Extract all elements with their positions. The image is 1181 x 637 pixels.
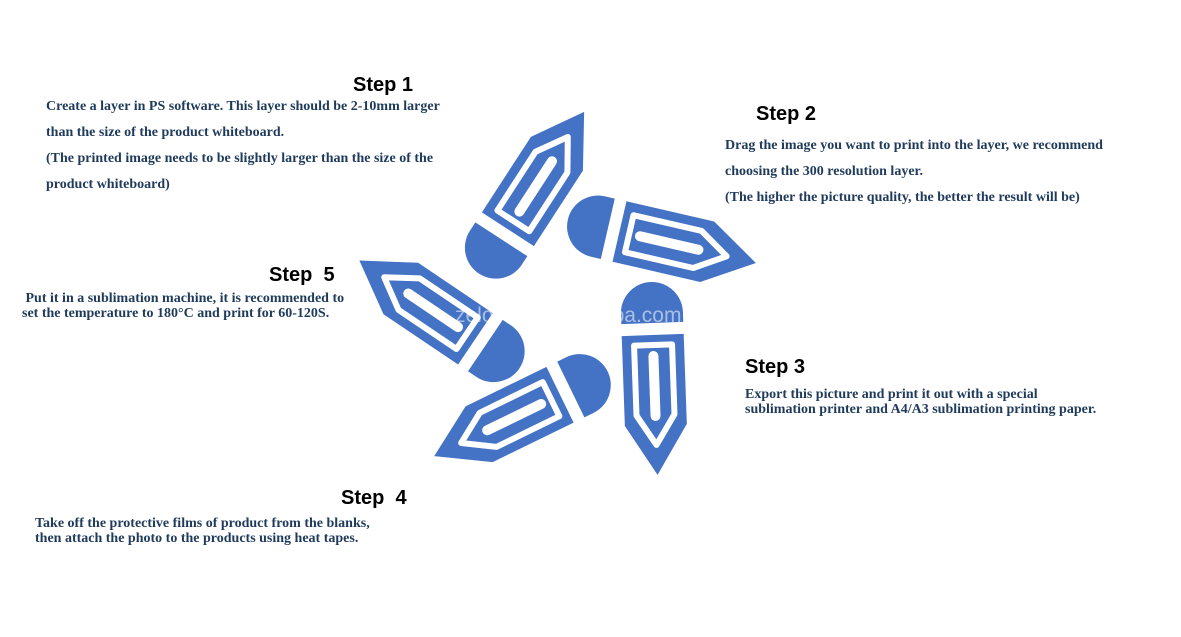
step-2-description: Drag the image you want to print into th… [725, 133, 1103, 211]
step-5-title: Step 5 [269, 264, 335, 286]
pencil-stripe-icon [648, 350, 661, 421]
pencil-body-icon [359, 260, 493, 365]
step-5-line: set the temperature to 180°C and print f… [22, 306, 330, 321]
pencil-step-4-icon [434, 354, 611, 463]
pencil-outline-icon [621, 212, 730, 272]
step-2-line: choosing the 300 resolution layer. [725, 164, 923, 179]
pencil-outline-icon [458, 379, 563, 450]
pencil-stripe-icon [482, 398, 547, 436]
step-1-line: Create a layer in PS software. This laye… [46, 99, 440, 114]
step-3-description: Export this picture and print it out wit… [745, 387, 1096, 417]
pencil-outline-icon [631, 341, 678, 448]
pencil-stripe-icon [514, 156, 558, 217]
step-4-description: Take off the protective films of product… [35, 516, 370, 546]
pencil-eraser-icon [567, 195, 615, 260]
pencil-eraser-icon [464, 222, 528, 279]
pencil-body-icon [434, 366, 574, 463]
pencil-stripe-icon [634, 231, 704, 255]
pencil-eraser-icon [468, 319, 525, 383]
step-1-line: product whiteboard) [46, 177, 170, 192]
step-1-line: than the size of the product whiteboard. [46, 125, 285, 140]
pencil-step-1-icon [464, 111, 585, 279]
step-5-description: Put it in a sublimation machine, it is r… [22, 291, 344, 321]
pencil-eraser-icon [557, 354, 611, 418]
step-5-line: Put it in a sublimation machine, it is r… [22, 291, 345, 306]
pencil-step-2-icon [567, 195, 756, 282]
pencil-stripe-icon [403, 288, 464, 333]
step-2-line: (The higher the picture quality, the bet… [725, 190, 1080, 205]
pencil-body-icon [481, 111, 585, 247]
step-1-title: Step 1 [353, 74, 414, 96]
step-4-title: Step 4 [341, 487, 407, 509]
step-3-line: sublimation printer and A4/A3 sublimatio… [745, 402, 1097, 417]
pencil-step-5-icon [359, 260, 525, 383]
step-1-line: (The printed image needs to be slightly … [46, 151, 434, 166]
watermark: zeloyaut.en.alibaba.com [455, 304, 682, 327]
step-2-title: Step 2 [756, 103, 817, 125]
step-3-title: Step 3 [745, 356, 806, 378]
step-3-line: Export this picture and print it out wit… [745, 387, 1038, 402]
step-2-line: Drag the image you want to print into th… [725, 138, 1103, 153]
pencil-step-3-icon [620, 282, 687, 475]
pencil-outline-icon [381, 274, 481, 352]
pencil-eraser-icon [620, 282, 684, 325]
pencil-outline-icon [494, 133, 571, 235]
step-1-description: Create a layer in PS software. This laye… [46, 94, 440, 198]
step-4-line: Take off the protective films of product… [35, 516, 370, 531]
step-4-line: then attach the photo to the products us… [35, 531, 359, 546]
